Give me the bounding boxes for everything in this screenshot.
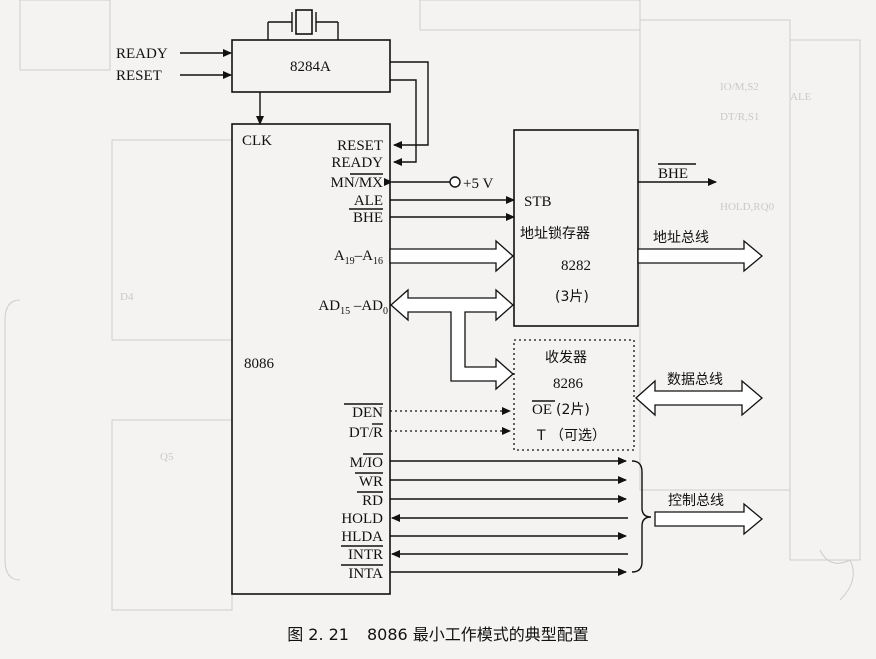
latch-count: (3片) [555, 289, 589, 305]
crystal-oscillator-icon [267, 9, 339, 40]
pin-dtr: DT/R [349, 425, 383, 441]
data-bus-arrow [635, 379, 764, 417]
background-bleed-through: ALE IO/M,S2 DT/R,S1 HOLD,RQ0 D4 Q5 [4, 0, 861, 611]
clock-generator-8284a [231, 39, 391, 93]
pin-den: DEN [352, 405, 383, 421]
pin-mio: M/IO [350, 455, 384, 471]
control-bus-label: 控制总线 [668, 493, 724, 509]
control-bus-arrow [654, 502, 764, 536]
latch-bhe-label: BHE [658, 166, 688, 182]
address-latch-8282 [513, 129, 639, 327]
pin-mnmx: MN/MX [330, 175, 383, 191]
pin-intr: INTR [348, 547, 383, 563]
svg-text:ALE: ALE [790, 91, 812, 103]
latch-name: 地址锁存器 [520, 226, 590, 242]
address-bus-arrow [637, 239, 764, 273]
pin-a19-a16: A19–A16 [334, 248, 383, 267]
latch-part: 8282 [561, 258, 591, 274]
power-label: +5 V [463, 176, 493, 192]
pin-bhe: BHE [353, 210, 383, 226]
cpu-clk-pin: CLK [242, 133, 272, 149]
data-bus-label: 数据总线 [667, 372, 723, 388]
pin-hold: HOLD [341, 511, 383, 527]
latch-stb: STB [524, 194, 552, 210]
transceiver-name: 收发器 [545, 350, 587, 366]
cpu-label: 8086 [244, 356, 275, 372]
pin-hlda: HLDA [341, 529, 383, 545]
pin-inta: INTA [348, 566, 383, 582]
a19-a16-bus-arrow [389, 239, 514, 273]
transceiver-oe: OE(2片) [532, 402, 590, 418]
ready-connection [390, 79, 417, 166]
control-signal-lines [390, 457, 628, 576]
svg-text:D4: D4 [120, 291, 134, 303]
svg-text:IO/M,S2: IO/M,S2 [720, 81, 759, 93]
transceiver-t: T （可选） [536, 428, 606, 444]
ad-bus-arrow [390, 288, 514, 391]
cpu-8086 [231, 123, 391, 595]
svg-text:HOLD,RQ0: HOLD,RQ0 [720, 201, 775, 213]
pin-ad15-ad0: AD15 –AD0 [318, 298, 388, 317]
pin-ready: READY [331, 155, 383, 171]
svg-text:Q5: Q5 [160, 451, 174, 463]
input-ready-label: READY [116, 46, 168, 62]
pin-rd: RD [362, 493, 383, 509]
reset-connection [390, 61, 429, 149]
clock-generator-label: 8284A [290, 59, 331, 75]
power-terminal-icon [449, 176, 461, 188]
control-bus-brace [631, 460, 652, 573]
address-bus-label: 地址总线 [653, 230, 709, 246]
pin-ale: ALE [354, 193, 383, 209]
transceiver-8286 [513, 339, 635, 451]
input-reset-label: RESET [116, 68, 162, 84]
pin-reset: RESET [337, 138, 383, 154]
svg-text:DT/R,S1: DT/R,S1 [720, 111, 759, 123]
transceiver-part: 8286 [553, 376, 584, 392]
pin-wr: WR [359, 474, 383, 490]
